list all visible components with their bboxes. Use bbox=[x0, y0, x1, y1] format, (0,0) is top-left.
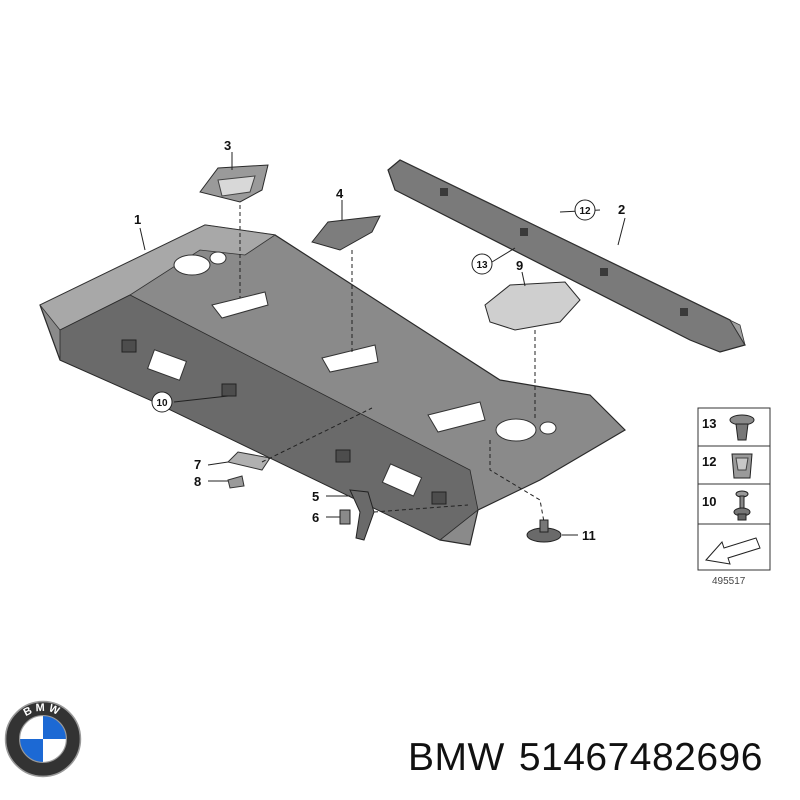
legend-label-10: 10 bbox=[702, 494, 716, 509]
callout-10: 10 bbox=[156, 398, 168, 409]
parcel-shelf-part bbox=[39, 224, 626, 546]
logo-letters: BMW bbox=[22, 702, 61, 719]
callout-8: 8 bbox=[194, 474, 201, 489]
brand-part-number-line: BMW 51467482696 bbox=[408, 736, 777, 780]
reference-number: 495517 bbox=[712, 576, 746, 587]
callout-9: 9 bbox=[516, 258, 523, 273]
push-rivet-icon bbox=[729, 414, 755, 441]
legend-label-12: 12 bbox=[702, 454, 716, 469]
callout-12: 12 bbox=[579, 206, 591, 217]
callout-3: 3 bbox=[224, 138, 231, 153]
callout-4: 4 bbox=[336, 186, 344, 201]
callout-13-circle: 13 bbox=[471, 253, 493, 275]
cover-panel-part bbox=[311, 215, 381, 251]
callout-5: 5 bbox=[312, 489, 319, 504]
callout-6: 6 bbox=[312, 510, 319, 525]
callout-11: 11 bbox=[582, 528, 596, 543]
brand-name: BMW bbox=[408, 736, 505, 779]
callout-2: 2 bbox=[618, 202, 625, 217]
pad-part bbox=[484, 281, 581, 331]
bmw-logo: BMW bbox=[4, 700, 82, 778]
fastener-legend: 13 12 10 bbox=[697, 407, 771, 571]
screw-icon bbox=[733, 490, 751, 521]
legend-label-13: 13 bbox=[702, 416, 716, 431]
direction-arrow-icon bbox=[705, 537, 761, 565]
callout-7: 7 bbox=[194, 457, 201, 472]
callout-12-circle: 12 bbox=[574, 199, 596, 221]
leader-lines bbox=[139, 152, 626, 536]
svg-text:BMW: BMW bbox=[22, 702, 64, 719]
callout-10-circle: 10 bbox=[151, 391, 173, 413]
callout-13: 13 bbox=[476, 260, 488, 271]
part-number: 51467482696 bbox=[518, 736, 763, 779]
small-parts bbox=[227, 451, 562, 543]
clip-nut-icon bbox=[731, 453, 753, 479]
light-cover-part bbox=[199, 164, 269, 203]
rear-trim-strip-part bbox=[387, 159, 746, 353]
callout-1: 1 bbox=[134, 212, 141, 227]
